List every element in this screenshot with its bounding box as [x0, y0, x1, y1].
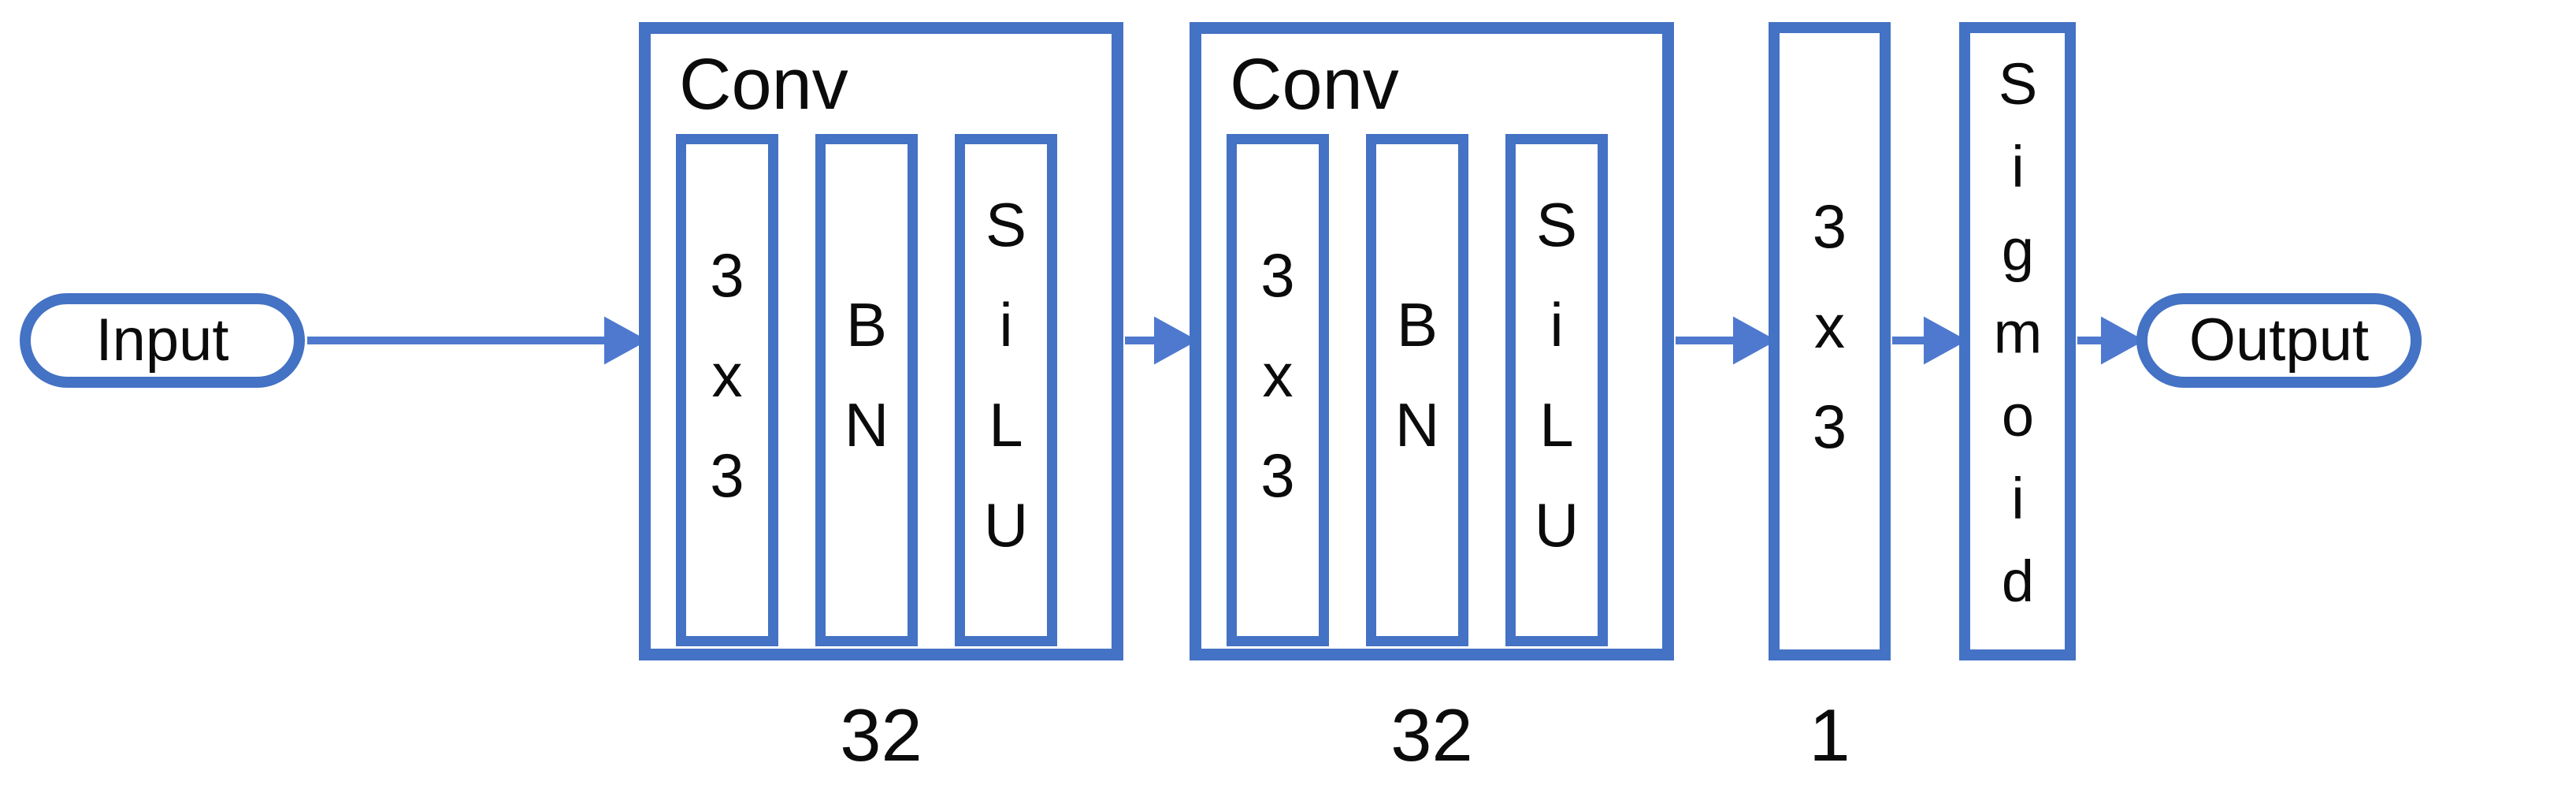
conv-block-2-layers: 3x3 BN SiLU [1227, 134, 1608, 646]
arrowhead-icon [2101, 316, 2145, 365]
input-label: Input [95, 307, 229, 374]
conv2-activation-label: SiLU [1522, 190, 1591, 590]
conv1-channels-label: 32 [840, 694, 922, 776]
conv1-batchnorm-box: BN [815, 134, 918, 646]
conv1-kernel-label: 3x3 [692, 240, 762, 541]
conv2-batchnorm-box: BN [1366, 134, 1468, 646]
arrowhead-icon [1924, 316, 1968, 365]
conv-block-1-title: Conv [679, 44, 848, 125]
conv-block-2: Conv 3x3 BN SiLU [1190, 22, 1674, 660]
sigmoid-label: Sigmoid [1985, 50, 2051, 632]
conv2-activation-box: SiLU [1505, 134, 1608, 646]
conv1-activation-label: SiLU [971, 190, 1041, 590]
head-kernel-box: 3x3 [1769, 22, 1891, 660]
conv1-kernel-box: 3x3 [676, 134, 778, 646]
arrowhead-icon [604, 316, 648, 365]
conv2-kernel-box: 3x3 [1227, 134, 1329, 646]
sigmoid-box: Sigmoid [1959, 22, 2076, 660]
conv-block-2-title: Conv [1230, 44, 1399, 125]
conv1-batchnorm-label: BN [832, 290, 901, 490]
conv2-kernel-label: 3x3 [1243, 240, 1312, 541]
conv2-channels-label: 32 [1390, 694, 1473, 776]
conv-block-1-layers: 3x3 BN SiLU [676, 134, 1057, 646]
head-channels-label: 1 [1809, 694, 1850, 776]
arrowhead-icon [1154, 316, 1198, 365]
output-label: Output [2188, 307, 2370, 374]
output-node: Output [2136, 293, 2422, 388]
conv-block-1: Conv 3x3 BN SiLU [639, 22, 1123, 660]
arrowhead-icon [1733, 316, 1777, 365]
conv1-activation-box: SiLU [955, 134, 1057, 646]
conv2-batchnorm-label: BN [1383, 290, 1452, 490]
head-kernel-label: 3x3 [1795, 191, 1865, 492]
input-node: Input [20, 293, 305, 388]
